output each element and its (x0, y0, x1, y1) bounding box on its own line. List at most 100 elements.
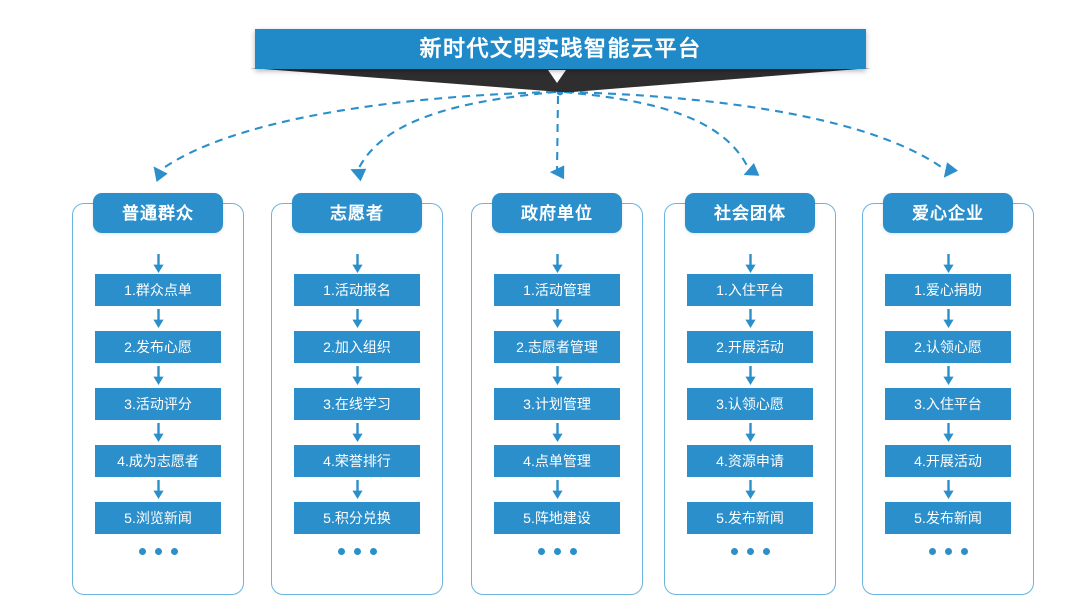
step-list-government-unit: 1.活动管理 2.志愿者管理 3.计划管理 4.点单管理 5.阵地建设 (494, 274, 620, 555)
step-label: 2.发布心愿 (124, 339, 192, 355)
platform-title-text: 新时代文明实践智能云平台 (419, 36, 702, 61)
step-box[interactable]: 1.活动报名 (294, 274, 420, 306)
dot (569, 548, 577, 555)
step-box[interactable]: 1.活动管理 (494, 274, 620, 306)
arrow-down-icon (941, 477, 955, 502)
step-box[interactable]: 3.在线学习 (294, 388, 420, 420)
step-box[interactable]: 3.入住平台 (885, 388, 1011, 420)
step-box[interactable]: 1.爱心捐助 (885, 274, 1011, 306)
step-box[interactable]: 4.开展活动 (885, 445, 1011, 477)
column-header-social-group[interactable]: 社会团体 (685, 193, 815, 233)
step-box[interactable]: 5.发布新闻 (885, 502, 1011, 534)
arrow-down-icon (550, 233, 564, 274)
dot (353, 548, 361, 555)
step-label: 4.成为志愿者 (117, 453, 199, 469)
step-box[interactable]: 5.浏览新闻 (95, 502, 221, 534)
arrow-down-icon (941, 306, 955, 331)
step-label: 4.开展活动 (914, 453, 982, 469)
step-box[interactable]: 2.开展活动 (687, 331, 813, 363)
step-label: 4.荣誉排行 (323, 453, 391, 469)
dot (537, 548, 545, 555)
step-box[interactable]: 4.成为志愿者 (95, 445, 221, 477)
arrow-down-icon (550, 477, 564, 502)
step-box[interactable]: 4.点单管理 (494, 445, 620, 477)
more-steps-ellipsis (337, 548, 377, 555)
step-label: 4.资源申请 (716, 453, 784, 469)
step-box[interactable]: 2.加入组织 (294, 331, 420, 363)
arrow-down-icon (350, 477, 364, 502)
step-box[interactable]: 1.入住平台 (687, 274, 813, 306)
step-box[interactable]: 5.阵地建设 (494, 502, 620, 534)
dot (369, 548, 377, 555)
step-box[interactable]: 4.资源申请 (687, 445, 813, 477)
arrow-down-icon (350, 233, 364, 274)
step-label: 2.志愿者管理 (516, 339, 598, 355)
arrow-down-icon (350, 306, 364, 331)
arrow-down-icon (743, 306, 757, 331)
column-header-label: 政府单位 (521, 203, 593, 223)
more-steps-ellipsis (928, 548, 968, 555)
step-label: 3.入住平台 (914, 396, 982, 412)
step-label: 3.活动评分 (124, 396, 192, 412)
dot (928, 548, 936, 555)
step-label: 5.发布新闻 (716, 510, 784, 526)
column-header-government-unit[interactable]: 政府单位 (492, 193, 622, 233)
step-box[interactable]: 2.认领心愿 (885, 331, 1011, 363)
arrow-down-icon (151, 477, 165, 502)
step-box[interactable]: 4.荣誉排行 (294, 445, 420, 477)
step-box[interactable]: 3.认领心愿 (687, 388, 813, 420)
column-header-label: 社会团体 (714, 203, 786, 223)
step-box[interactable]: 5.发布新闻 (687, 502, 813, 534)
more-steps-ellipsis (138, 548, 178, 555)
step-label: 5.阵地建设 (523, 510, 591, 526)
column-header-volunteer[interactable]: 志愿者 (292, 193, 422, 233)
step-label: 2.认领心愿 (914, 339, 982, 355)
column-header-label: 普通群众 (122, 203, 194, 223)
step-label: 3.在线学习 (323, 396, 391, 412)
step-label: 1.群众点单 (124, 282, 192, 298)
step-label: 3.认领心愿 (716, 396, 784, 412)
step-label: 1.活动管理 (523, 282, 591, 298)
dot (138, 548, 146, 555)
dot (337, 548, 345, 555)
arrow-down-icon (743, 363, 757, 388)
column-header-caring-enterprise[interactable]: 爱心企业 (883, 193, 1013, 233)
arrow-down-icon (743, 420, 757, 445)
step-label: 5.发布新闻 (914, 510, 982, 526)
dot (746, 548, 754, 555)
step-box[interactable]: 2.发布心愿 (95, 331, 221, 363)
arrow-down-icon (941, 363, 955, 388)
step-box[interactable]: 2.志愿者管理 (494, 331, 620, 363)
arrow-down-icon (350, 420, 364, 445)
step-list-ordinary-public: 1.群众点单 2.发布心愿 3.活动评分 4.成为志愿者 5.浏览新闻 (95, 274, 221, 555)
arrow-down-icon (550, 363, 564, 388)
dot (730, 548, 738, 555)
step-box[interactable]: 5.积分兑换 (294, 502, 420, 534)
arrow-down-icon (550, 306, 564, 331)
arrow-down-icon (941, 420, 955, 445)
step-label: 3.计划管理 (523, 396, 591, 412)
more-steps-ellipsis (537, 548, 577, 555)
step-label: 2.加入组织 (323, 339, 391, 355)
step-label: 5.浏览新闻 (124, 510, 192, 526)
dot (170, 548, 178, 555)
step-label: 4.点单管理 (523, 453, 591, 469)
dot (154, 548, 162, 555)
step-box[interactable]: 3.计划管理 (494, 388, 620, 420)
column-header-ordinary-public[interactable]: 普通群众 (93, 193, 223, 233)
dot (944, 548, 952, 555)
dot (762, 548, 770, 555)
step-box[interactable]: 1.群众点单 (95, 274, 221, 306)
arrow-down-icon (743, 477, 757, 502)
more-steps-ellipsis (730, 548, 770, 555)
step-list-volunteer: 1.活动报名 2.加入组织 3.在线学习 4.荣誉排行 5.积分兑换 (294, 274, 420, 555)
dot (960, 548, 968, 555)
step-box[interactable]: 3.活动评分 (95, 388, 221, 420)
step-label: 1.入住平台 (716, 282, 784, 298)
arrow-down-icon (151, 306, 165, 331)
step-list-social-group: 1.入住平台 2.开展活动 3.认领心愿 4.资源申请 5.发布新闻 (687, 274, 813, 555)
banner-ribbon (250, 68, 871, 92)
step-label: 1.爱心捐助 (914, 282, 982, 298)
platform-title-banner: 新时代文明实践智能云平台 (255, 29, 866, 69)
